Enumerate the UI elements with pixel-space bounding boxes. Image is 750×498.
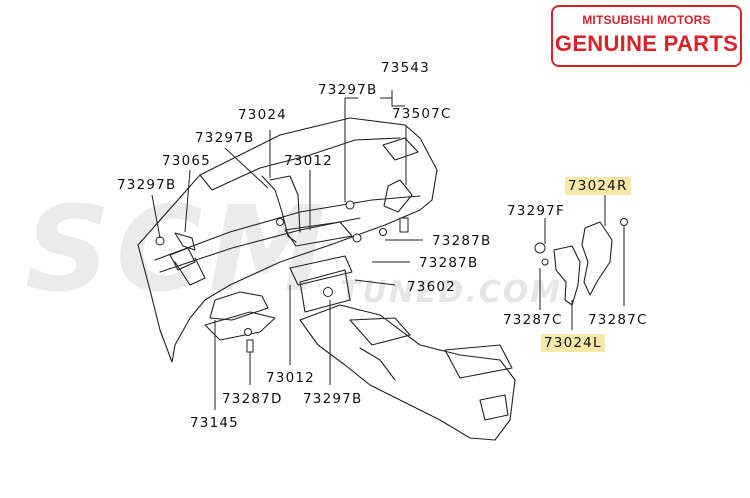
bracket-73024R [581,221,613,296]
part-label: 73287B [419,255,479,271]
part-label: 73024 [238,107,287,123]
part-label: 73543 [381,60,430,76]
part-label: 73297B [195,130,255,146]
part-label: 73297B [117,177,177,193]
part-label: 73287D [222,391,283,407]
part-label: 73287B [432,233,492,249]
part-label: 73297B [303,391,363,407]
part-label: 73012 [266,370,315,386]
part-label: 73297F [507,203,565,219]
part-label: 73297B [318,82,378,98]
part-label: 73145 [190,415,239,431]
clip-73297B-left [155,236,165,246]
part-label: 73602 [407,279,456,295]
part-label-highlighted: 73024L [541,334,605,352]
watermark-domain: TUNED.COM [340,275,563,310]
part-label: 73065 [162,153,211,169]
part-label: 73287C [588,312,648,328]
part-label: 73287C [503,312,563,328]
part-label: 73507C [392,106,452,122]
center-console [299,304,516,441]
genuine-parts-badge: MITSUBISHI MOTORS GENUINE PARTS [551,5,742,67]
part-label: 73012 [284,153,333,169]
part-label-highlighted: 73024R [565,177,631,195]
bracket-73024 [261,175,297,243]
badge-title: GENUINE PARTS [554,31,739,56]
bracket-73024L [553,245,581,306]
badge-brand: MITSUBISHI MOTORS [582,13,711,27]
